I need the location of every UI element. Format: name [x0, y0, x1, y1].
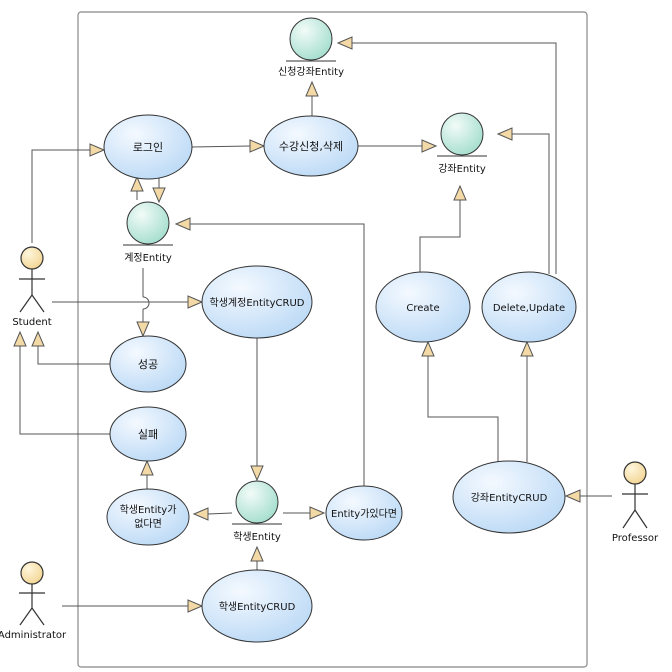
entity-icon [440, 112, 484, 156]
entity-gangjwa[interactable]: 강좌Entity [437, 112, 487, 175]
edge-fail-student [19, 346, 110, 435]
arrowheads [13, 36, 581, 613]
usecase-course-crud[interactable]: 강좌EntityCRUD [452, 460, 566, 534]
usecase-no-entity[interactable]: 학생Entity가 없다면 [106, 488, 190, 546]
edge-login-sugang [191, 145, 251, 148]
usecase-delete-update[interactable]: Delete,Update [481, 271, 577, 343]
actor-head-icon [623, 461, 647, 485]
usecase-success[interactable]: 성공 [109, 335, 187, 393]
usecase-label: 학생계정EntityCRUD [210, 297, 305, 309]
entity-label: 강좌Entity [438, 163, 486, 175]
usecase-label: 로그인 [133, 141, 163, 154]
entity-label: 신청강좌Entity [278, 66, 344, 78]
entity-label: 계정Entity [124, 252, 172, 264]
edge-ifentity-gyejeong [190, 223, 365, 490]
usecase-label-line2: 없다면 [134, 517, 162, 530]
edge-student-login [31, 149, 90, 243]
edge-hop [142, 296, 150, 310]
actor-label: Administrator [0, 630, 67, 641]
edge-deleteupdate-sincheong [352, 42, 557, 274]
actor-head-icon [20, 561, 44, 585]
entity-label: 학생Entity [233, 531, 281, 543]
edge-create-gangjwa [419, 200, 461, 274]
entity-icon [289, 17, 333, 61]
entity-sincheong[interactable]: 신청강좌Entity [278, 17, 344, 78]
usecase-label: 수강신청,삭제 [279, 140, 343, 153]
actor-professor[interactable]: Professor [612, 461, 659, 544]
usecase-label: 성공 [138, 358, 158, 371]
usecase-sugang[interactable]: 수강신청,삭제 [263, 115, 359, 177]
usecase-fail[interactable]: 실패 [109, 406, 187, 462]
actor-head-icon [20, 246, 44, 270]
connectors [19, 42, 612, 607]
usecase-label: Create [406, 303, 439, 314]
edge-deleteupdate-gangjwa [512, 133, 550, 274]
edge-haksaeng-noentity [207, 512, 233, 515]
usecase-label: 강좌EntityCRUD [471, 492, 548, 504]
usecase-create[interactable]: Create [375, 271, 471, 343]
usecase-label-line1: 학생Entity가 [120, 504, 177, 516]
actor-label: Student [12, 317, 51, 328]
usecase-label: 학생EntityCRUD [219, 601, 296, 613]
usecase-label: 실패 [138, 428, 158, 441]
actor-administrator[interactable]: Administrator [0, 561, 67, 641]
usecase-student-account-crud[interactable]: 학생계정EntityCRUD [201, 265, 313, 339]
actor-label: Professor [612, 533, 659, 544]
entity-icon [235, 480, 279, 524]
entity-icon [126, 201, 170, 245]
entity-gyejeong[interactable]: 계정Entity [123, 201, 173, 264]
usecase-student-crud[interactable]: 학생EntityCRUD [201, 569, 313, 643]
usecase-login[interactable]: 로그인 [103, 114, 193, 180]
system-boundary [77, 11, 588, 668]
edge-success-student [37, 346, 110, 365]
usecase-label: Entity가있다면 [331, 508, 397, 520]
edge-coursecrud-create [427, 356, 499, 462]
actor-student[interactable]: Student [12, 246, 52, 328]
entity-haksaeng[interactable]: 학생Entity [232, 480, 282, 543]
usecase-label: Delete,Update [493, 303, 565, 314]
usecase-if-entity[interactable]: Entity가있다면 [325, 485, 403, 541]
